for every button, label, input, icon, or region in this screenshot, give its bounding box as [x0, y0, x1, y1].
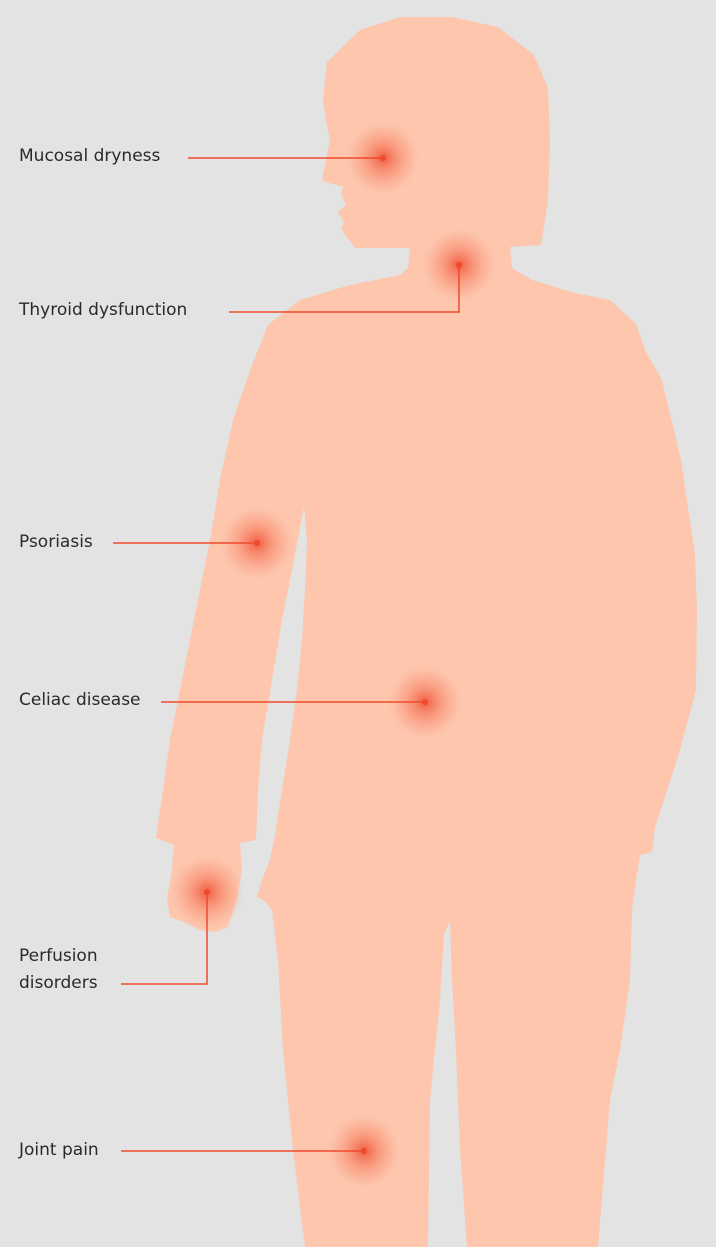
label-celiac-disease: Celiac disease [19, 687, 141, 714]
hotspot-mucosal [188, 120, 421, 196]
label-joint-pain: Joint pain [19, 1137, 99, 1164]
hotspot-joint [121, 1113, 402, 1189]
label-perfusion-disorders: Perfusion disorders [19, 943, 98, 997]
label-thyroid-dysfunction: Thyroid dysfunction [19, 297, 187, 324]
label-mucosal-dryness: Mucosal dryness [19, 143, 160, 170]
label-psoriasis: Psoriasis [19, 529, 93, 556]
hotspot-perfusion [121, 854, 245, 984]
hotspot-psoriasis [113, 505, 295, 581]
woman-silhouette [156, 17, 697, 1247]
